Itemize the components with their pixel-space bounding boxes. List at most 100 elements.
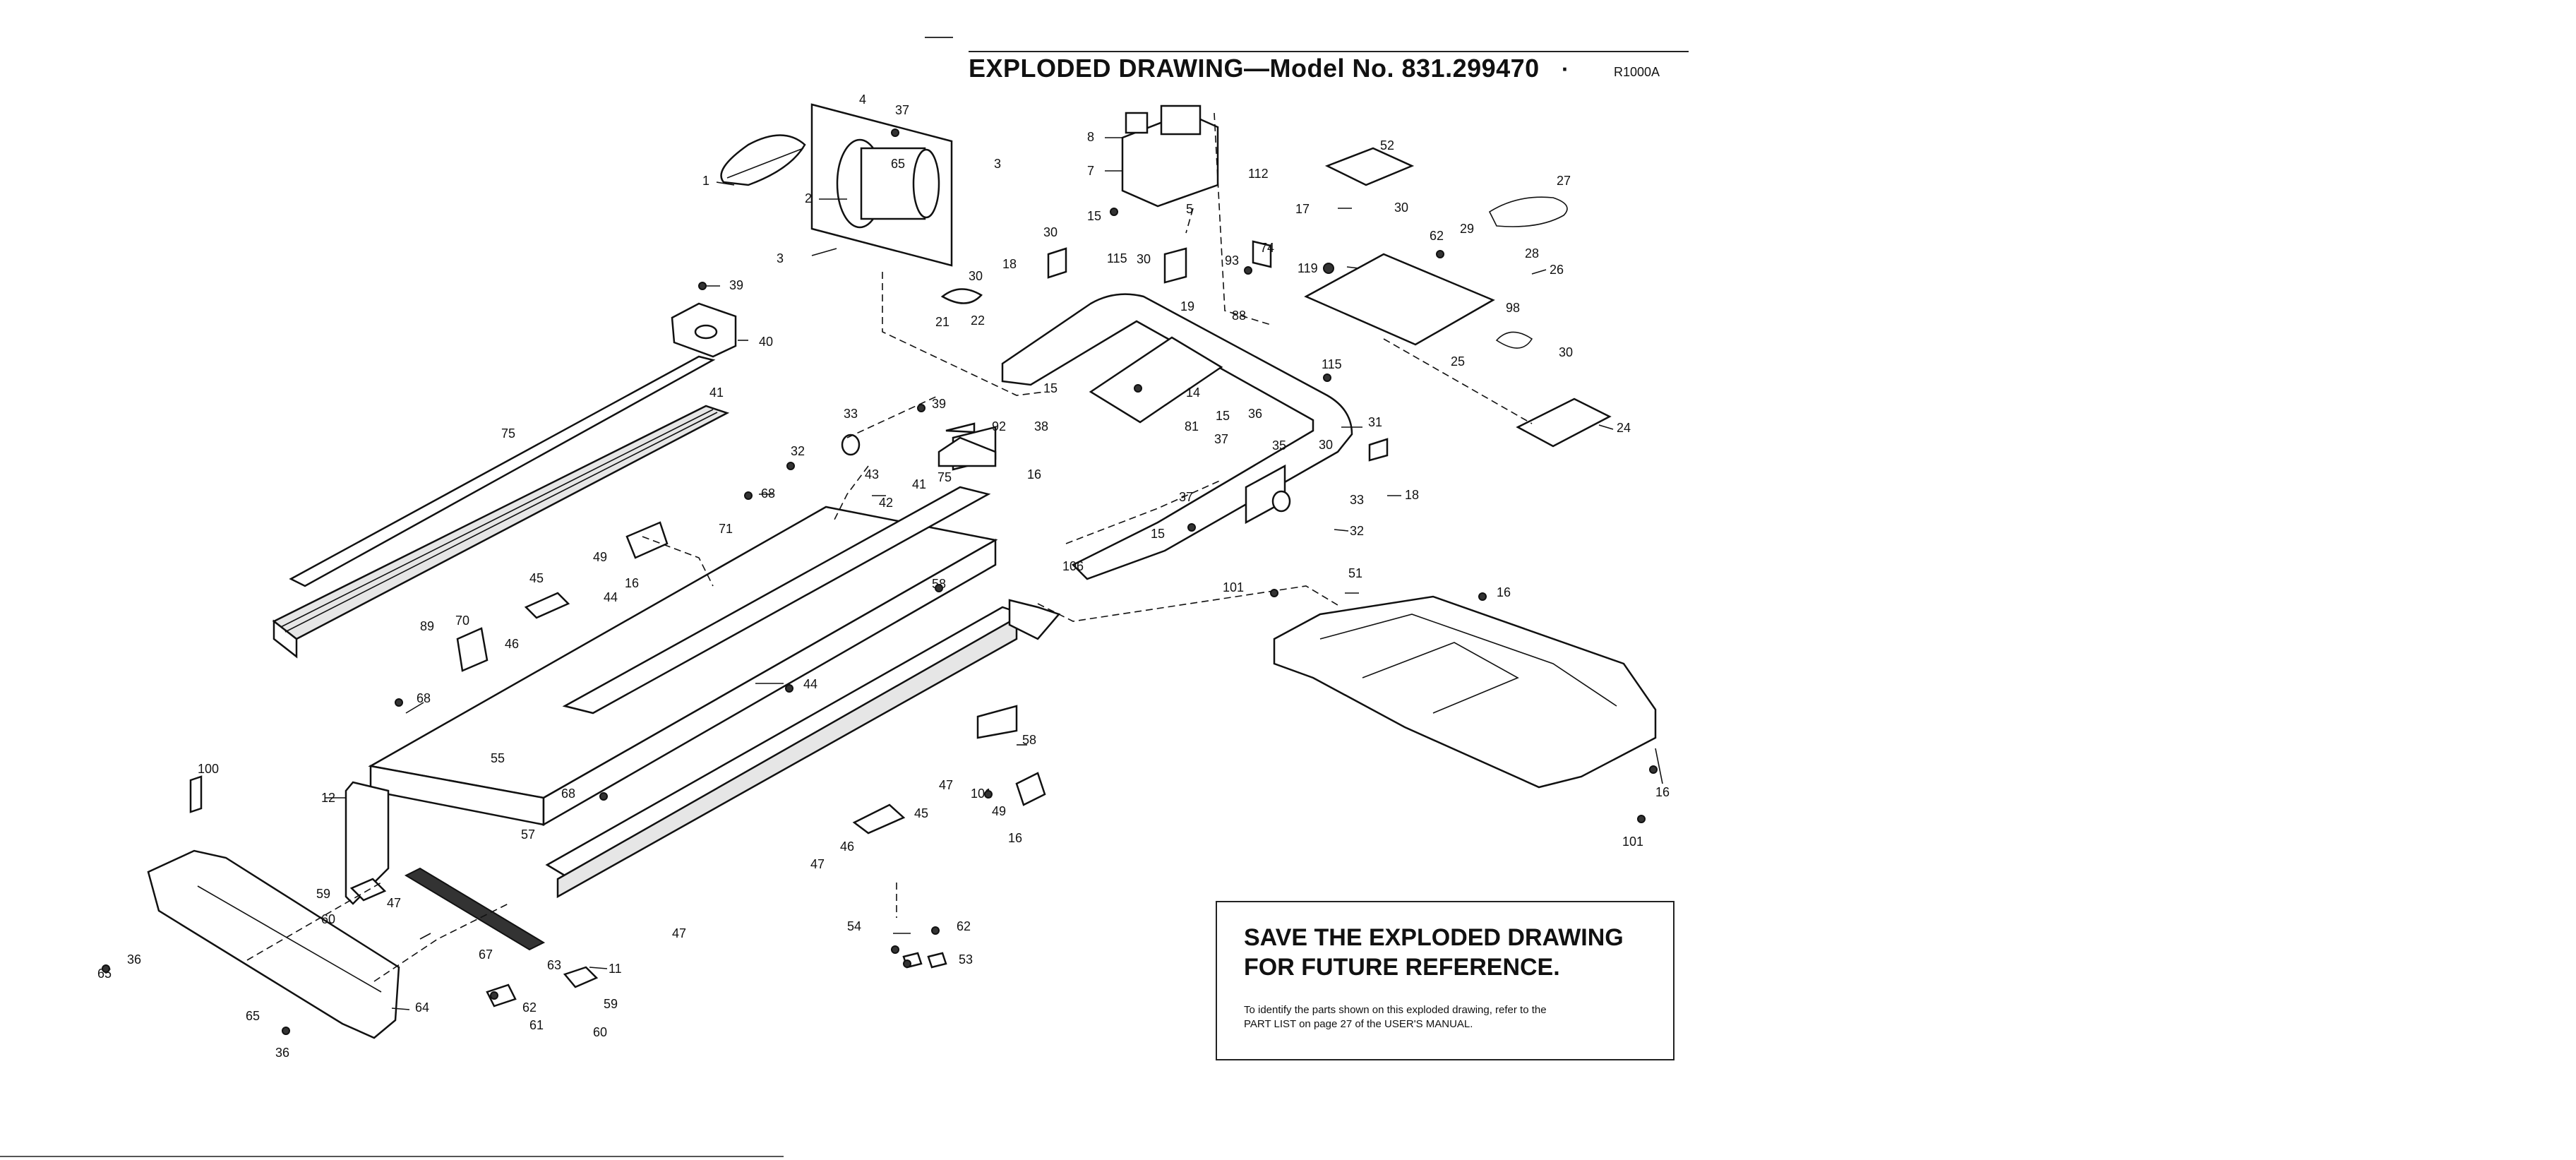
callout-46a: 46 xyxy=(505,637,519,651)
callout-75a: 75 xyxy=(501,426,515,441)
callout-2: 2 xyxy=(805,191,812,205)
callout-39b: 39 xyxy=(932,397,946,411)
callout-88: 88 xyxy=(1232,309,1246,323)
hood-bracket-40 xyxy=(671,302,737,358)
callout-60b: 60 xyxy=(593,1025,607,1039)
callout-64: 64 xyxy=(415,1000,429,1015)
hood-92 xyxy=(937,436,997,467)
motor-hood-64 xyxy=(147,849,400,1039)
callout-52: 52 xyxy=(1380,138,1394,153)
pad-58 xyxy=(976,705,1018,739)
callout-45b: 45 xyxy=(914,806,928,820)
callout-11: 11 xyxy=(609,962,622,976)
callout-68c: 68 xyxy=(561,787,575,801)
callout-106: 106 xyxy=(1062,559,1084,573)
belt-strip-67 xyxy=(404,867,546,951)
callout-31: 31 xyxy=(1368,415,1382,429)
callout-25: 25 xyxy=(1451,354,1465,369)
callout-19: 19 xyxy=(1180,299,1194,313)
callout-57: 57 xyxy=(521,827,535,842)
controller-assembly xyxy=(1121,104,1219,208)
part-61 xyxy=(486,983,517,1007)
callout-45a: 45 xyxy=(529,571,544,585)
bottom-rule xyxy=(0,1156,784,1157)
title-rule xyxy=(969,51,1689,52)
page-title: EXPLODED DRAWING—Model No. 831.299470 xyxy=(969,54,1540,83)
callout-61: 61 xyxy=(529,1018,544,1032)
callout-15b: 15 xyxy=(1043,381,1058,395)
motor-end xyxy=(912,148,940,219)
bracket-24 xyxy=(1516,397,1612,448)
callout-47a: 47 xyxy=(939,778,953,792)
callout-68b: 68 xyxy=(417,691,431,705)
pad-45b xyxy=(852,803,906,835)
callout-71: 71 xyxy=(719,522,733,536)
callout-12: 12 xyxy=(321,791,335,805)
callout-37b: 37 xyxy=(1214,432,1228,446)
bracket-19 xyxy=(1163,247,1187,284)
rail-strip-75 xyxy=(289,355,716,587)
callout-54: 54 xyxy=(847,919,861,933)
callout-101b: 101 xyxy=(1622,835,1643,849)
bracket-70 xyxy=(456,627,489,672)
callout-43: 43 xyxy=(865,467,879,482)
wire-98 xyxy=(1495,331,1533,349)
callout-16b: 16 xyxy=(625,576,639,590)
callout-100: 100 xyxy=(198,762,219,776)
callout-30d: 30 xyxy=(1394,201,1408,215)
callout-21: 21 xyxy=(935,315,949,329)
wheel-33a xyxy=(841,433,861,456)
callout-49a: 49 xyxy=(593,550,607,564)
callout-39a: 39 xyxy=(729,278,743,292)
save-drawing-notice: SAVE THE EXPLODED DRAWING FOR FUTURE REF… xyxy=(1216,901,1675,1060)
callout-30b: 30 xyxy=(969,269,983,283)
callout-49b: 49 xyxy=(992,804,1006,818)
part-21 xyxy=(940,288,983,304)
callout-14: 14 xyxy=(1186,385,1200,400)
callout-30a: 30 xyxy=(1043,225,1058,239)
callout-67: 67 xyxy=(479,947,493,962)
callout-65: 65 xyxy=(891,157,905,171)
callout-89: 89 xyxy=(420,619,434,633)
callout-1: 1 xyxy=(702,174,709,188)
callout-3a: 3 xyxy=(994,157,1001,171)
callout-55: 55 xyxy=(491,751,505,765)
controller-board-52 xyxy=(1324,147,1415,186)
wheel-33b xyxy=(1271,490,1291,513)
roller-end xyxy=(1008,599,1061,640)
callout-30f: 30 xyxy=(1319,438,1333,452)
callout-62c: 62 xyxy=(957,919,971,933)
callout-40: 40 xyxy=(759,335,773,349)
callout-44b: 44 xyxy=(803,677,817,691)
callout-33b: 33 xyxy=(844,407,858,421)
callout-93: 93 xyxy=(1225,253,1239,268)
assembly-leaders xyxy=(246,112,1533,982)
callout-16e: 16 xyxy=(1008,831,1022,845)
callout-62b: 62 xyxy=(522,1000,537,1015)
callout-44a: 44 xyxy=(604,590,618,604)
small-parts xyxy=(189,247,1389,1007)
callout-18a: 18 xyxy=(1002,257,1017,271)
callout-labels: 1 2 3 3 4 37 65 39 40 75 41 8 7 5 15 30 … xyxy=(97,92,1670,1060)
callout-92: 92 xyxy=(992,419,1006,433)
callout-32b: 32 xyxy=(791,444,805,458)
callout-42: 42 xyxy=(879,496,893,510)
callout-29: 29 xyxy=(1460,222,1474,236)
callout-41a: 41 xyxy=(709,385,724,400)
callout-119: 119 xyxy=(1298,261,1318,275)
upright-frame-31 xyxy=(1001,293,1353,580)
callout-37a: 37 xyxy=(895,103,909,117)
callout-75b: 75 xyxy=(937,470,952,484)
callout-51: 51 xyxy=(1348,566,1362,580)
callout-59a: 59 xyxy=(316,887,330,901)
callout-98: 98 xyxy=(1506,301,1520,315)
callout-4: 4 xyxy=(859,92,866,107)
deck-and-frame xyxy=(345,486,1061,905)
callout-27: 27 xyxy=(1557,174,1571,188)
callout-115a: 115 xyxy=(1107,251,1127,265)
bracket-49 xyxy=(1015,772,1046,806)
callout-26: 26 xyxy=(1550,263,1564,277)
motor-assembly xyxy=(720,103,953,267)
callout-37c: 37 xyxy=(1179,490,1193,504)
